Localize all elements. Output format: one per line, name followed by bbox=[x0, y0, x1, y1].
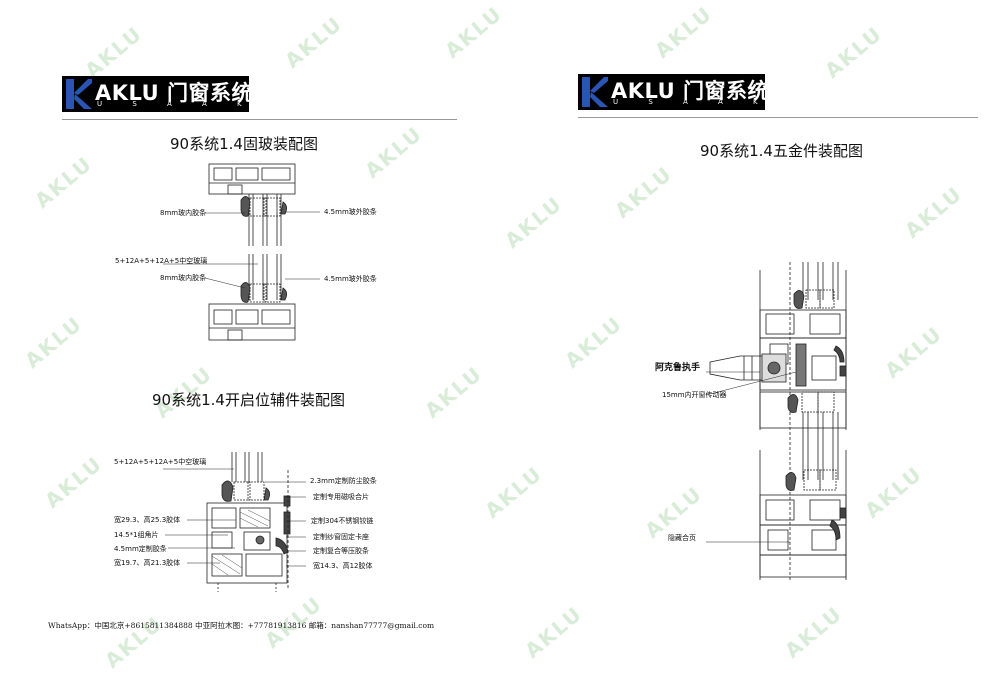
label-outer-strip-bottom: 4.5mm玻外胶条 bbox=[324, 275, 377, 283]
header-divider bbox=[62, 119, 457, 120]
brand-tagline: U S A A K L U bbox=[613, 98, 842, 106]
label-glue-c: 宽14.3、高12胶体 bbox=[313, 562, 373, 570]
brand-name: AKLU 门窗系统 bbox=[611, 79, 770, 103]
contact-footer: WhatsApp：中国北京+8615811384888 中亚阿拉木图：+7778… bbox=[48, 621, 435, 630]
label-inner-strip-top: 8mm玻内胶条 bbox=[160, 209, 207, 217]
hardware-title: 90系统1.4五金件装配图 bbox=[700, 142, 863, 160]
label-screen-seat: 定制纱窗固定卡座 bbox=[313, 533, 369, 541]
label-hidden-hinge: 隐藏合页 bbox=[668, 534, 696, 542]
label-glass: 5+12A+5+12A+5中空玻璃 bbox=[115, 257, 208, 265]
fixed-glass-section bbox=[163, 163, 320, 341]
label-glue-a: 宽29.3、高25.3胶体 bbox=[114, 516, 181, 524]
opening-accessories-title: 90系统1.4开启位辅件装配图 bbox=[152, 391, 345, 409]
header-divider bbox=[578, 117, 978, 118]
brand-name: AKLU 门窗系统 bbox=[95, 81, 254, 105]
label-dust-strip: 2.3mm定制防尘胶条 bbox=[310, 477, 377, 485]
brand-logo: AKLU 门窗系统 U S A A K L U bbox=[62, 76, 311, 112]
brand-logo: AKLU 门窗系统 U S A A K L U bbox=[578, 74, 827, 110]
opening-accessories-section bbox=[163, 452, 306, 592]
label-actuator: 15mm内开窗传动器 bbox=[662, 391, 727, 399]
k-logo-icon bbox=[582, 77, 608, 107]
label-glue-b: 宽19.7、高21.3胶体 bbox=[114, 559, 181, 567]
hardware-section bbox=[705, 262, 847, 580]
k-logo-icon bbox=[66, 79, 92, 109]
brand-tagline: U S A A K L U bbox=[97, 100, 326, 108]
label-magnet: 定制专用磁吸合片 bbox=[313, 493, 369, 501]
label-strip: 4.5mm定制胶条 bbox=[114, 545, 167, 553]
label-glass: 5+12A+5+12A+5中空玻璃 bbox=[114, 458, 207, 466]
fixed-glass-title: 90系统1.4固玻装配图 bbox=[170, 135, 318, 153]
label-handle: 阿克鲁执手 bbox=[655, 363, 701, 373]
label-inner-strip-bottom: 8mm玻内胶条 bbox=[160, 274, 207, 282]
label-press-strip: 定制复合等压胶条 bbox=[313, 547, 369, 555]
label-hinge: 定制304不锈钢铰链 bbox=[311, 517, 374, 525]
label-outer-strip-top: 4.5mm玻外胶条 bbox=[324, 208, 377, 216]
label-corner: 14.5*1组角片 bbox=[114, 531, 159, 539]
